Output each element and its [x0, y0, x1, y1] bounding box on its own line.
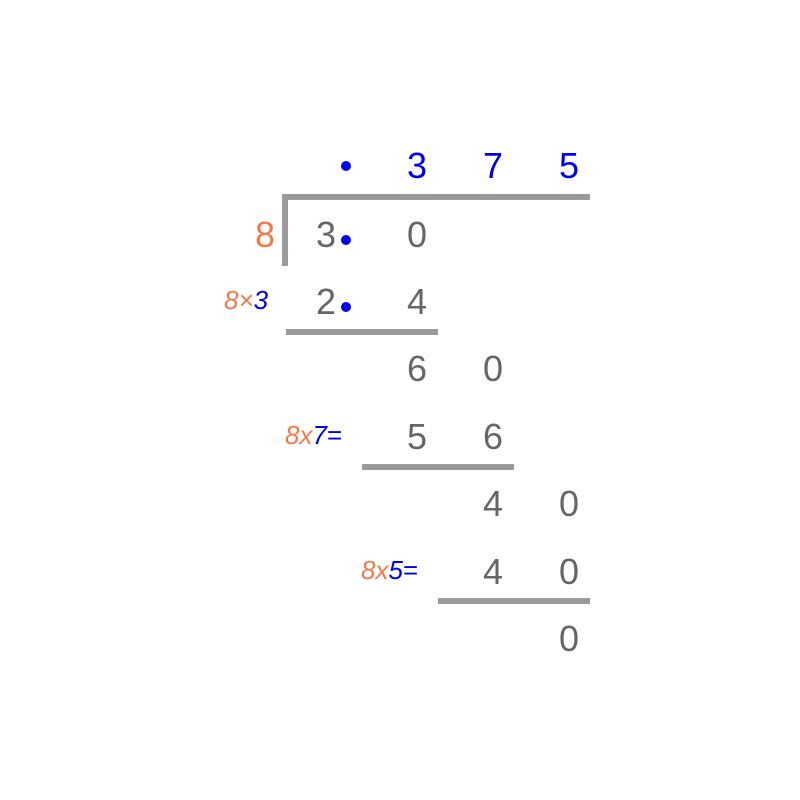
step-2-equals: = [326, 420, 343, 450]
step-3-subtraction-line [438, 598, 590, 604]
step-2-remainder-digit-1: 4 [482, 483, 504, 524]
step-3-operator: x [375, 555, 389, 585]
step-2-product-digit-2: 6 [482, 416, 504, 457]
step-3-equals: = [402, 555, 419, 585]
step-2-multiplication-label: 8x7= [285, 422, 342, 448]
step-1-multiplication-label: 8×3 [224, 287, 268, 313]
quotient-digit-3: 5 [558, 145, 580, 186]
step-1-product-digit-1: 2 [315, 281, 337, 322]
step-1-remainder-digit-2: 0 [482, 348, 504, 389]
step-1-factor: 8 [224, 285, 239, 315]
step-3-multiplier: 5 [388, 555, 403, 585]
quotient-digit-1: 3 [406, 145, 428, 186]
dividend-digit-1: 3 [315, 214, 337, 255]
dividend-digit-2: 0 [406, 214, 428, 255]
quotient-digit-2: 7 [482, 145, 504, 186]
dividend-decimal-point [341, 235, 351, 245]
divisor: 8 [254, 214, 276, 255]
step-3-product-digit-1: 4 [482, 551, 504, 592]
step-2-multiplier: 7 [312, 420, 327, 450]
step-1-product-decimal-point [341, 302, 351, 312]
step-1-remainder-digit-1: 6 [406, 348, 428, 389]
step-3-multiplication-label: 8x5= [361, 557, 418, 583]
division-bracket-top [282, 194, 590, 200]
step-1-operator: × [238, 285, 254, 315]
final-remainder: 0 [558, 618, 580, 659]
step-1-product-digit-2: 4 [406, 281, 428, 322]
step-2-remainder-digit-2: 0 [558, 483, 580, 524]
step-2-subtraction-line [362, 464, 514, 470]
step-3-product-digit-2: 0 [558, 551, 580, 592]
division-bracket-side [282, 194, 288, 266]
step-1-multiplier: 3 [253, 285, 269, 315]
step-3-factor: 8 [361, 555, 376, 585]
step-2-product-digit-1: 5 [406, 416, 428, 457]
quotient-decimal-point [341, 161, 351, 171]
step-2-factor: 8 [285, 420, 300, 450]
step-1-subtraction-line [286, 329, 438, 335]
step-2-operator: x [299, 420, 313, 450]
